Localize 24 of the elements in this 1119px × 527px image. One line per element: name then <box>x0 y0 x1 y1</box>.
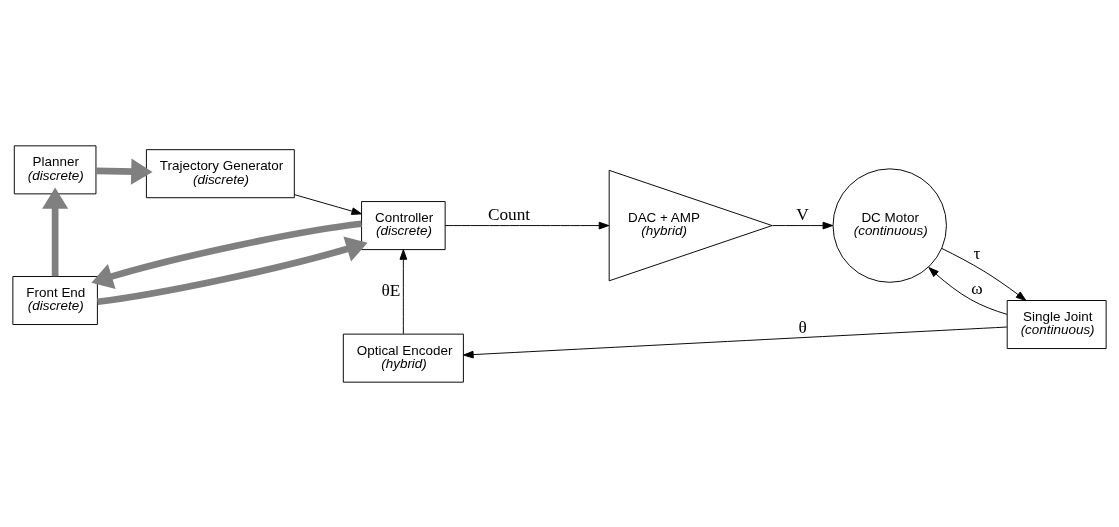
node-box: Single Joint (continuous) <box>1006 299 1107 349</box>
arrow <box>444 221 610 229</box>
edge-label: θ <box>798 317 807 337</box>
edge-label: θE <box>381 280 401 300</box>
arrow <box>42 187 69 276</box>
node-box: Optical Encoder (hybrid) <box>342 333 464 383</box>
arrow <box>941 247 1027 301</box>
node-box: Controller (discrete) <box>361 200 446 250</box>
edge-label: Count <box>487 204 531 224</box>
node-box: Planner (discrete) <box>13 144 97 194</box>
node-box: Trajectory Generator (discrete) <box>145 148 295 198</box>
arrow <box>928 266 1008 315</box>
edge-label: ω <box>971 278 983 298</box>
arrow <box>293 193 363 215</box>
arrow <box>97 236 368 305</box>
arrow <box>399 248 408 334</box>
arrow <box>95 158 153 185</box>
arrow <box>771 221 834 229</box>
edge-label: τ <box>973 243 981 263</box>
node-box: Front End (discrete) <box>12 275 98 325</box>
arrow <box>463 326 1008 358</box>
node-circle: DC Motor (continuous) <box>832 167 947 283</box>
edge-label: V <box>796 204 809 224</box>
arrow <box>91 219 362 289</box>
